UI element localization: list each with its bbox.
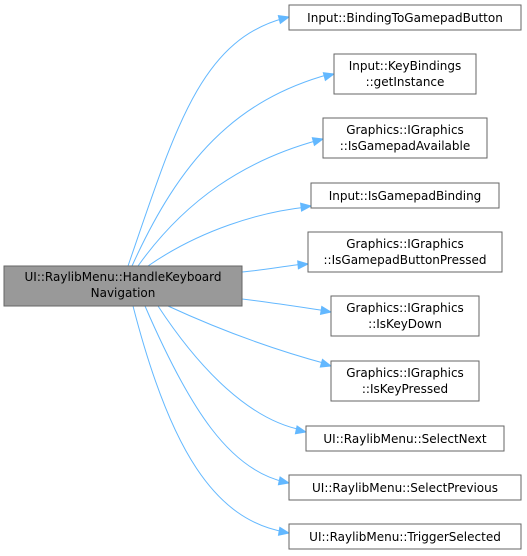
call-edges [127, 15, 336, 536]
callee-node-label: Input::IsGamepadBinding [329, 189, 482, 203]
callee-node-label-line-1: Graphics::IGraphics [346, 237, 464, 251]
arrowhead [300, 202, 313, 212]
arrowhead [294, 425, 308, 435]
root-node[interactable]: UI::RaylibMenu::HandleKeyboard Navigatio… [3, 265, 243, 307]
arrowhead [322, 72, 336, 82]
root-node-label-line-2: Navigation [91, 286, 156, 300]
callee-node-box [288, 4, 522, 31]
callee-node-box [305, 425, 505, 452]
callee-node-label: UI::RaylibMenu::TriggerSelected [309, 530, 501, 544]
edge-to-is-gamepad-binding [147, 206, 308, 267]
callee-node-is-key-down[interactable]: Graphics::IGraphics ::IsKeyDown [330, 295, 480, 337]
callee-node-box [330, 295, 480, 337]
callee-node-label: UI::RaylibMenu::SelectNext [323, 432, 487, 446]
edge-to-binding-to-gamepad-button [127, 17, 286, 267]
callee-node-is-gamepad-binding[interactable]: Input::IsGamepadBinding [310, 182, 500, 209]
callee-node-label-line-1: Graphics::IGraphics [346, 123, 464, 137]
edge-to-select-next [157, 305, 303, 431]
arrowhead [277, 476, 291, 486]
callee-node-is-key-pressed[interactable]: Graphics::IGraphics ::IsKeyPressed [330, 360, 480, 402]
arrowhead [311, 137, 325, 147]
root-node-label-line-1: UI::RaylibMenu::HandleKeyboard [25, 270, 222, 284]
arrowhead [277, 526, 291, 536]
callee-node-label-line-2: ::IsKeyDown [368, 317, 442, 331]
callee-node-is-gamepad-available[interactable]: Graphics::IGraphics ::IsGamepadAvailable [322, 117, 488, 159]
edge-to-select-previous [144, 305, 286, 483]
callee-node-label: Input::BindingToGamepadButton [307, 11, 503, 25]
arrowhead [319, 305, 333, 316]
edge-to-keybindings-get-instance [131, 73, 331, 267]
callee-node-label-line-2: ::IsGamepadButtonPressed [324, 253, 487, 267]
callee-node-label-line-2: ::getInstance [366, 75, 445, 89]
callee-nodes: Input::BindingToGamepadButton Input::Key… [288, 4, 522, 550]
edge-to-is-key-pressed [167, 305, 328, 365]
callee-node-box [288, 523, 522, 550]
edge-to-is-key-down [241, 298, 328, 312]
callee-node-label-line-2: ::IsKeyPressed [362, 382, 448, 396]
callee-node-label: UI::RaylibMenu::SelectPrevious [312, 481, 498, 495]
callee-node-trigger-selected[interactable]: UI::RaylibMenu::TriggerSelected [288, 523, 522, 550]
callee-node-label-line-1: Graphics::IGraphics [346, 301, 464, 315]
callee-node-box [333, 53, 477, 95]
edge-to-trigger-selected [132, 305, 286, 533]
arrowhead [297, 260, 310, 270]
callee-node-box [307, 231, 503, 273]
edge-to-is-gamepad-available [137, 139, 320, 267]
callee-node-keybindings-get-instance[interactable]: Input::KeyBindings ::getInstance [333, 53, 477, 95]
callee-node-box [310, 182, 500, 209]
callee-node-is-gamepad-button-pressed[interactable]: Graphics::IGraphics ::IsGamepadButtonPre… [307, 231, 503, 273]
callee-node-box [330, 360, 480, 402]
arrowhead [277, 15, 291, 25]
callee-node-label-line-1: Graphics::IGraphics [346, 366, 464, 380]
callee-node-box [322, 117, 488, 159]
callee-node-box [288, 474, 522, 501]
callee-node-binding-to-gamepad-button[interactable]: Input::BindingToGamepadButton [288, 4, 522, 31]
callee-node-select-previous[interactable]: UI::RaylibMenu::SelectPrevious [288, 474, 522, 501]
edge-to-is-gamepad-button-pressed [241, 263, 305, 273]
callee-node-select-next[interactable]: UI::RaylibMenu::SelectNext [305, 425, 505, 452]
callee-node-label-line-1: Input::KeyBindings [349, 59, 462, 73]
callee-node-label-line-2: ::IsGamepadAvailable [340, 139, 471, 153]
root-node-box [3, 265, 243, 307]
arrowhead [319, 358, 333, 368]
